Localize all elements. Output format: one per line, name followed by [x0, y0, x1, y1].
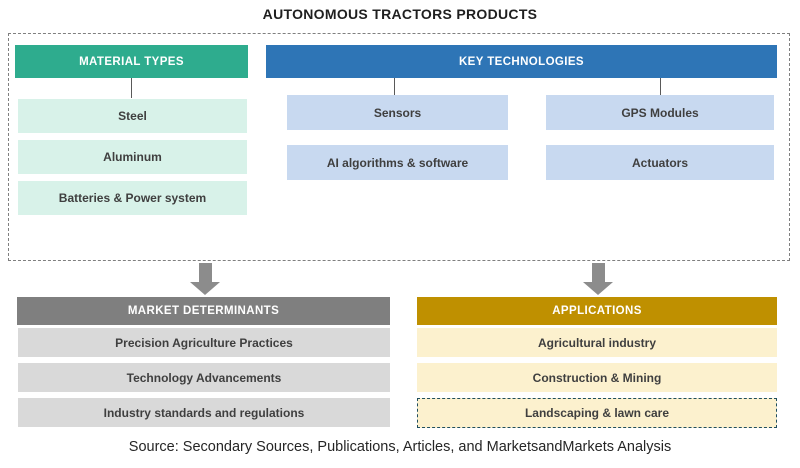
down-arrow-icon: [190, 282, 220, 295]
connector-line: [394, 78, 395, 95]
applications-header: APPLICATIONS: [417, 297, 777, 325]
determinant-item-industry-standards: Industry standards and regulations: [18, 398, 390, 427]
material-types-header: MATERIAL TYPES: [15, 45, 248, 78]
technology-item-gps-modules: GPS Modules: [546, 95, 774, 130]
down-arrow-shaft: [592, 263, 605, 283]
determinant-item-precision-agriculture: Precision Agriculture Practices: [18, 328, 390, 357]
down-arrow-icon: [583, 282, 613, 295]
application-item-construction-mining: Construction & Mining: [417, 363, 777, 392]
source-note: Source: Secondary Sources, Publications,…: [128, 439, 672, 455]
market-determinants-header: MARKET DETERMINANTS: [17, 297, 390, 325]
material-item-aluminum: Aluminum: [18, 140, 247, 174]
application-item-agricultural-industry: Agricultural industry: [417, 328, 777, 357]
material-item-steel: Steel: [18, 99, 247, 133]
diagram-title: AUTONOMOUS TRACTORS PRODUCTS: [262, 6, 538, 22]
key-technologies-header: KEY TECHNOLOGIES: [266, 45, 777, 78]
material-item-batteries-power-system: Batteries & Power system: [18, 181, 247, 215]
connector-line: [660, 78, 661, 95]
determinant-item-technology-advancements: Technology Advancements: [18, 363, 390, 392]
technology-item-ai-algorithms-software: AI algorithms & software: [287, 145, 508, 180]
technology-item-sensors: Sensors: [287, 95, 508, 130]
down-arrow-shaft: [199, 263, 212, 283]
technology-item-actuators: Actuators: [546, 145, 774, 180]
connector-line: [131, 78, 132, 98]
application-item-landscaping-lawn-care: Landscaping & lawn care: [417, 398, 777, 428]
